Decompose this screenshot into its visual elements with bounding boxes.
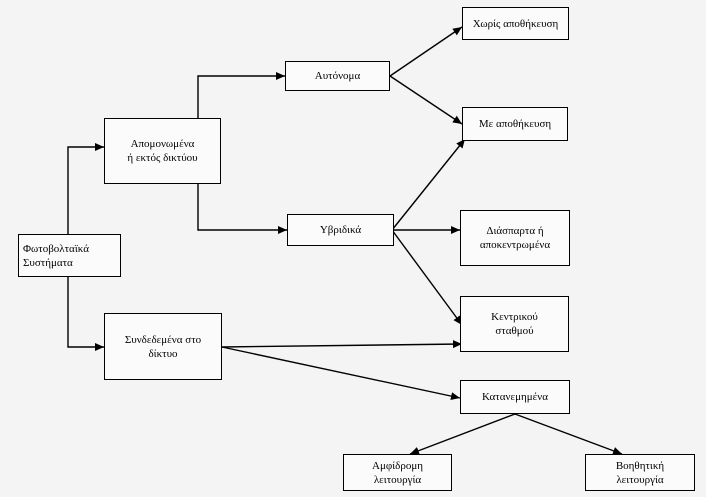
connector-grid-central bbox=[221, 340, 463, 349]
node-hybrid-line1: Υβριδικά bbox=[319, 224, 362, 236]
node-grid-connected-line2: δίκτυο bbox=[148, 347, 178, 360]
connector-root-isolated bbox=[67, 143, 104, 234]
node-distributed-line1: Κατανεμημένα bbox=[482, 391, 548, 403]
node-bidirectional: Αμφίδρομη λειτουργία bbox=[343, 454, 452, 491]
connector-autonomous-nostorage bbox=[389, 26, 463, 77]
node-isolated-line2: ή εκτός δικτύου bbox=[127, 152, 198, 164]
connector-distributed-auxiliary bbox=[514, 413, 623, 455]
node-central-station-line2: σταθμού bbox=[495, 325, 534, 337]
node-pv-systems-line2: Συστήματα bbox=[23, 256, 73, 269]
connector-autonomous-withstorage bbox=[389, 75, 463, 125]
node-autonomous-line1: Αυτόνομα bbox=[314, 70, 361, 82]
node-hybrid: Υβριδικά bbox=[287, 214, 394, 246]
node-no-storage-line1: Χωρίς αποθήκευση bbox=[472, 17, 559, 30]
connector-distributed-bidirectional bbox=[409, 413, 516, 455]
node-auxiliary-line1: Βοηθητική bbox=[615, 459, 665, 472]
node-isolated: Απομονωμένα ή εκτός δικτύου bbox=[104, 118, 221, 184]
node-grid-connected: Συνδεδεμένα στο δίκτυο bbox=[104, 313, 222, 380]
node-distributed: Κατανεμημένα bbox=[460, 380, 570, 414]
node-isolated-line1: Απομονωμένα bbox=[130, 138, 195, 150]
node-with-storage: Με αποθήκευση bbox=[462, 107, 568, 141]
node-pv-systems-line1: Φωτοβολταϊκά bbox=[23, 242, 89, 255]
node-auxiliary: Βοηθητική λειτουργία bbox=[585, 454, 695, 491]
node-with-storage-line1: Με αποθήκευση bbox=[478, 118, 552, 130]
connector-isolated-autonomous bbox=[197, 72, 285, 118]
connector-root-grid bbox=[67, 276, 104, 351]
node-bidirectional-line1: Αμφίδρομη bbox=[372, 459, 423, 472]
connector-hybrid-central bbox=[391, 229, 463, 326]
connector-isolated-hybrid bbox=[197, 183, 287, 234]
node-central-station-line1: Κεντρικού bbox=[491, 311, 538, 323]
node-autonomous: Αυτόνομα bbox=[285, 61, 390, 91]
node-central-station: Κεντρικού σταθμού bbox=[460, 296, 569, 352]
node-bidirectional-line2: λειτουργία bbox=[373, 473, 422, 486]
connector-hybrid-withstorage bbox=[391, 138, 466, 231]
node-dispersed: Διάσπαρτα ή αποκεντρωμένα bbox=[460, 210, 570, 266]
node-dispersed-line1: Διάσπαρτα ή bbox=[486, 225, 544, 237]
node-pv-systems: Φωτοβολταϊκά Συστήματα bbox=[18, 234, 121, 277]
node-grid-connected-line1: Συνδεδεμένα στο bbox=[124, 333, 202, 346]
node-dispersed-line2: αποκεντρωμένα bbox=[479, 239, 551, 251]
connector-grid-distributed bbox=[221, 346, 461, 401]
node-no-storage: Χωρίς αποθήκευση bbox=[462, 7, 569, 40]
node-auxiliary-line2: λειτουργία bbox=[616, 473, 664, 486]
